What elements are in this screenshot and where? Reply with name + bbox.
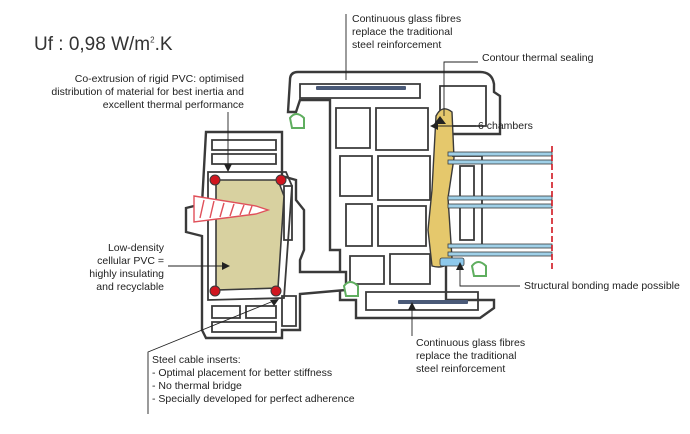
label-contour-thermal-sealing: Contour thermal sealing (482, 52, 594, 64)
label-co-extrusion: Co-extrusion of rigid PVC: optimised dis… (51, 73, 244, 111)
core-outline (207, 171, 293, 301)
steel-cable-dot (270, 285, 282, 297)
list-item: - Specially developed for perfect adhere… (152, 393, 355, 405)
list-item: - Optimal placement for better stiffness (152, 367, 333, 379)
steel-cable-dot (209, 285, 221, 297)
uf-suffix: .K (154, 34, 173, 55)
steel-cable-dot (275, 174, 287, 186)
glazing-panes (447, 151, 553, 257)
leader-lines (147, 14, 520, 414)
frame-chambers (211, 139, 297, 333)
glass-fibre-bar-bottom (398, 300, 468, 304)
uf-prefix: Uf : 0,98 W/m (34, 34, 151, 55)
steel-cable-title: Steel cable inserts: (152, 354, 241, 366)
label-low-density-pvc: Low-density cellular PVC = highly insula… (89, 242, 164, 293)
steel-cable-list: - Optimal placement for better stiffness… (152, 367, 422, 406)
label-glass-fibres-top: Continuous glass fibres replace the trad… (352, 13, 462, 51)
uf-superscript: 2 (150, 35, 155, 45)
label-glass-fibres-bottom: Continuous glass fibres replace the trad… (416, 337, 526, 375)
uf-value: Uf : 0,98 W/m2.K (34, 34, 173, 56)
gaskets (288, 113, 487, 297)
label-six-chambers: 6 chambers (478, 120, 533, 132)
steel-cable-block: Steel cable inserts: - Optimal placement… (152, 354, 422, 406)
leader-steel-cable (147, 299, 277, 414)
glass-fibre-bar-top (316, 86, 406, 90)
steel-cable-dot (209, 174, 221, 186)
glazing-bead (452, 155, 483, 247)
structural-bond-strip (439, 257, 465, 267)
sash-chambers (299, 83, 487, 311)
screw (193, 195, 271, 223)
leader-structural-bonding (459, 266, 520, 287)
label-structural-bonding: Structural bonding made possible (524, 280, 680, 292)
list-item: - No thermal bridge (152, 380, 242, 392)
foam-core (215, 179, 285, 291)
leader-contour-sealing (443, 61, 478, 116)
steel-cable-inserts (209, 174, 287, 297)
